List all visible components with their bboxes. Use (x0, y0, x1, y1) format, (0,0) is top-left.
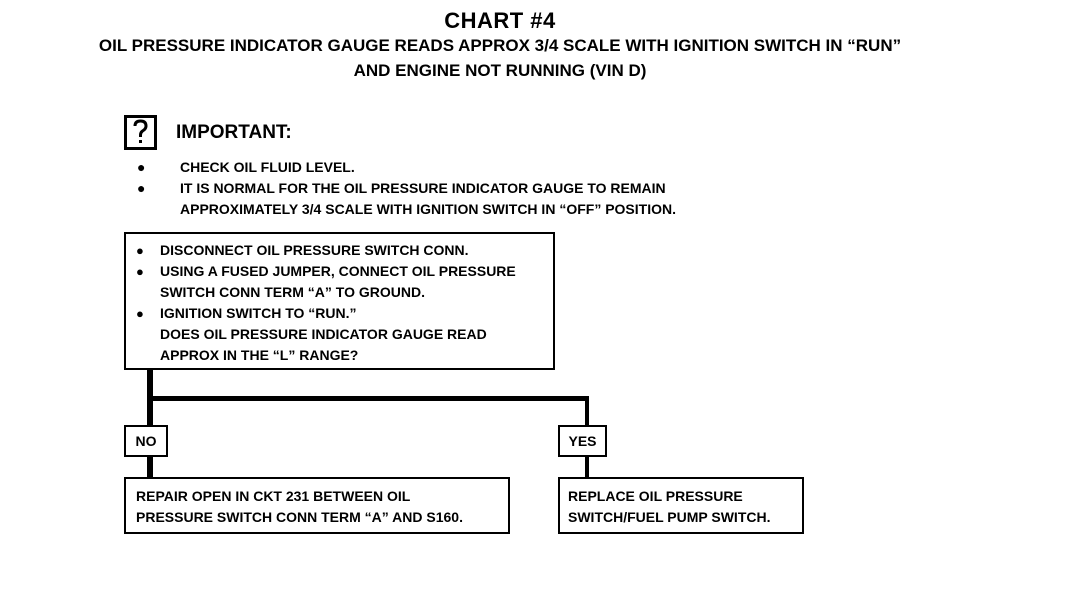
test-step-question-line-2: APPROX IN THE “L” RANGE? (160, 347, 359, 363)
chart-subtitle-line-1: OIL PRESSURE INDICATOR GAUGE READS APPRO… (98, 36, 902, 55)
test-step-line-2: USING A FUSED JUMPER, CONNECT OIL PRESSU… (160, 263, 516, 279)
test-step-question-line-1: DOES OIL PRESSURE INDICATOR GAUGE READ (160, 326, 487, 342)
connector-line-no-result (147, 456, 153, 479)
bullet-icon: ● (136, 243, 144, 258)
no-result-box: REPAIR OPEN IN CKT 231 BETWEEN OIL PRESS… (124, 477, 510, 534)
note-normal-gauge-line-2: APPROXIMATELY 3/4 SCALE WITH IGNITION SW… (180, 201, 676, 217)
test-step-line-4: IGNITION SWITCH TO “RUN.” (160, 305, 357, 321)
bullet-icon: ● (137, 180, 146, 196)
bullet-icon: ● (136, 264, 144, 279)
yes-result-line-1: REPLACE OIL PRESSURE (568, 488, 743, 504)
yes-result-box: REPLACE OIL PRESSURE SWITCH/FUEL PUMP SW… (558, 477, 804, 534)
chart-title: CHART #4 (444, 8, 556, 33)
no-result-line-2: PRESSURE SWITCH CONN TERM “A” AND S160. (136, 509, 463, 525)
test-step-line-3: SWITCH CONN TERM “A” TO GROUND. (160, 284, 425, 300)
yes-result-line-2: SWITCH/FUEL PUMP SWITCH. (568, 509, 771, 525)
no-branch-label: NO (124, 425, 168, 457)
no-result-line-1: REPAIR OPEN IN CKT 231 BETWEEN OIL (136, 488, 411, 504)
bullet-icon: ● (136, 306, 144, 321)
test-step-line-1: DISCONNECT OIL PRESSURE SWITCH CONN. (160, 242, 469, 258)
test-step-box: ● DISCONNECT OIL PRESSURE SWITCH CONN. ●… (124, 232, 555, 370)
connector-line-yes-result (585, 456, 589, 479)
important-label: IMPORTANT: (176, 122, 292, 143)
bullet-icon: ● (137, 159, 146, 175)
chart-subtitle-line-2: AND ENGINE NOT RUNNING (VIN D) (353, 61, 647, 80)
connector-line-yes-branch (585, 396, 589, 426)
question-mark-icon (124, 115, 157, 150)
connector-line-horizontal (147, 396, 589, 401)
note-check-oil-level: CHECK OIL FLUID LEVEL. (180, 159, 355, 175)
yes-branch-label: YES (558, 425, 607, 457)
note-normal-gauge-line-1: IT IS NORMAL FOR THE OIL PRESSURE INDICA… (180, 180, 666, 196)
